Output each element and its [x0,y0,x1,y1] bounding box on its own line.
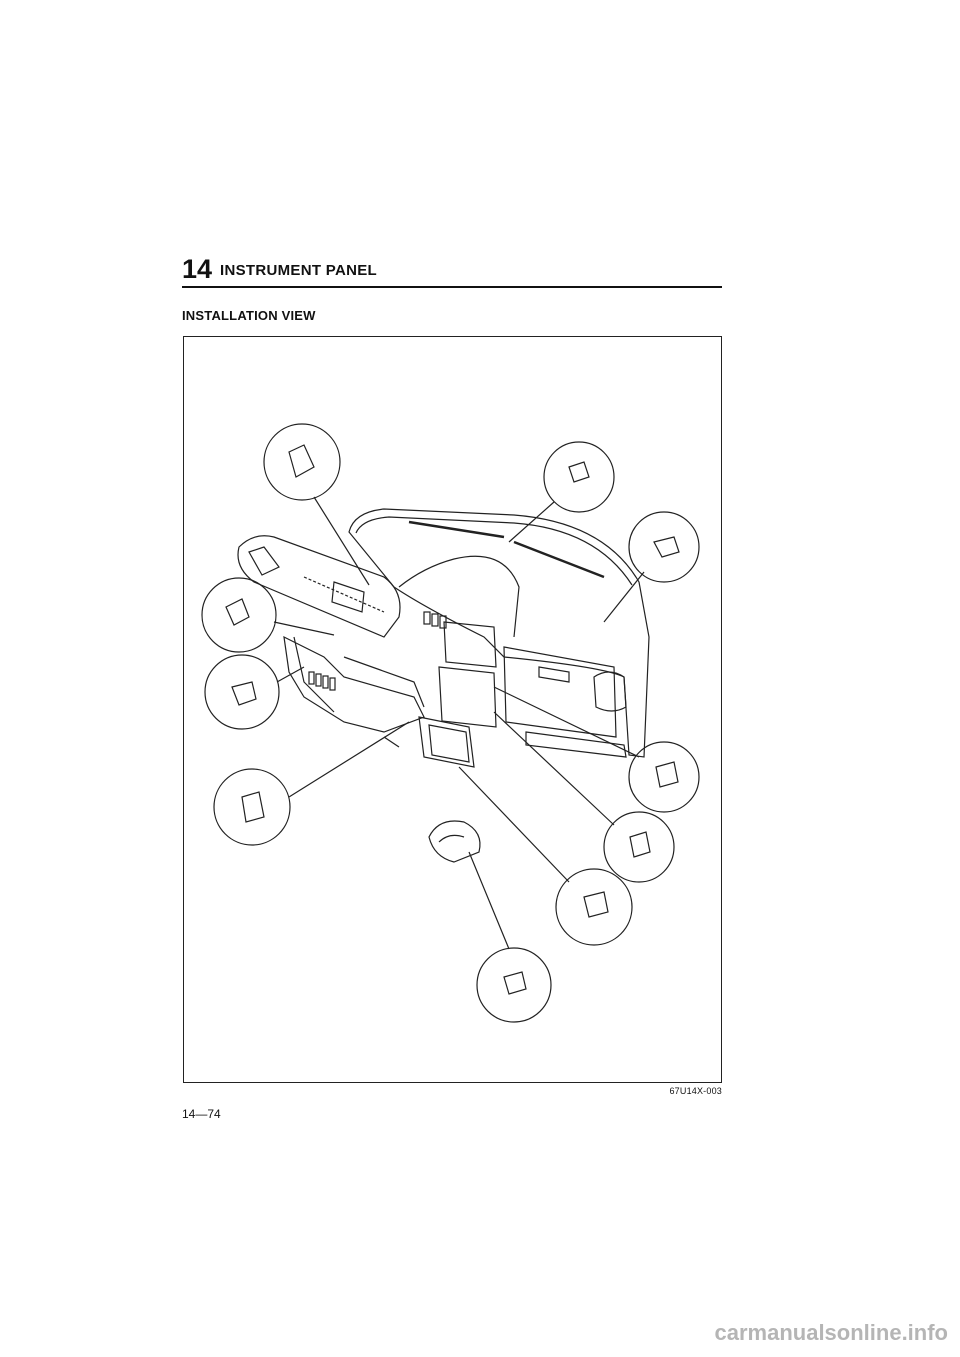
page-header: 14 INSTRUMENT PANEL [182,254,722,288]
cluster-trim [237,535,401,638]
column-cover [428,820,481,863]
section-title: INSTALLATION VIEW [182,308,316,323]
header-rule [182,286,722,288]
chapter-number: 14 [182,254,213,284]
figure-id: 67U14X-003 [669,1086,722,1096]
callout-circles [201,423,700,1023]
footer-watermark: carmanualsonline.info [714,1320,949,1345]
dashboard-body [348,508,650,758]
page-number: 14—74 [182,1107,221,1121]
chapter-title: INSTRUMENT PANEL [220,262,378,279]
instrument-panel-illustration [201,423,700,1023]
installation-figure [183,336,722,1083]
